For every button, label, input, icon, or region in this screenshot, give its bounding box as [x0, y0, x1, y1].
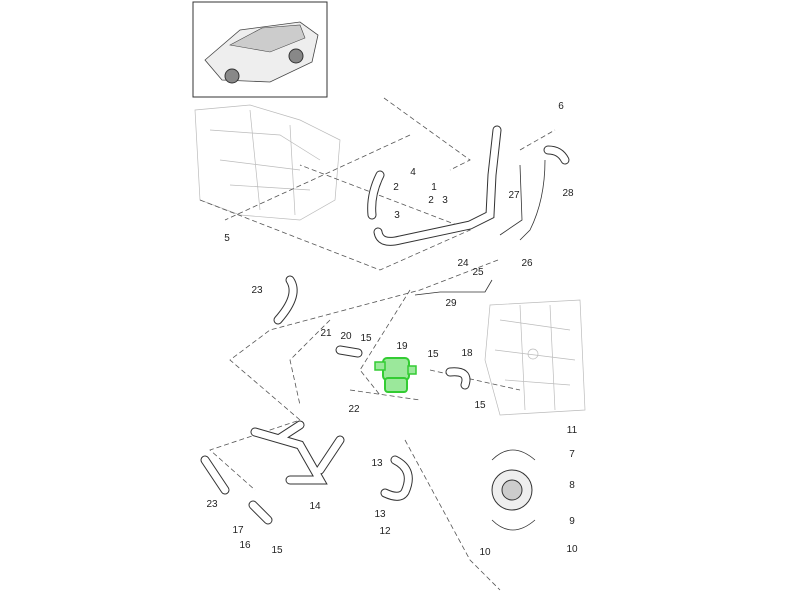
part-label-11[interactable]: 11 — [567, 425, 578, 436]
part-label-26[interactable]: 26 — [521, 258, 533, 269]
part-label-28[interactable]: 28 — [562, 188, 574, 199]
part-label-24[interactable]: 24 — [457, 258, 469, 269]
part-label-5[interactable]: 5 — [224, 233, 230, 244]
part-label-15[interactable]: 15 — [474, 400, 486, 411]
part-label-13[interactable]: 13 — [371, 458, 383, 469]
part-label-3[interactable]: 3 — [442, 195, 448, 206]
part-label-18[interactable]: 18 — [461, 348, 473, 359]
part-label-8[interactable]: 8 — [569, 480, 575, 491]
part-19-thermostat-housing[interactable] — [374, 357, 417, 393]
part-label-27[interactable]: 27 — [508, 190, 520, 201]
part-label-20[interactable]: 20 — [340, 331, 352, 342]
part-label-3[interactable]: 3 — [394, 210, 400, 221]
vehicle-thumbnail[interactable] — [192, 1, 328, 98]
part-label-12[interactable]: 12 — [379, 526, 391, 537]
part-label-13[interactable]: 13 — [374, 509, 386, 520]
part-label-21[interactable]: 21 — [320, 328, 332, 339]
part-label-23[interactable]: 23 — [206, 499, 218, 510]
part-label-22[interactable]: 22 — [348, 404, 360, 415]
hoses — [200, 125, 570, 525]
part-label-15[interactable]: 15 — [271, 545, 283, 556]
part-label-23[interactable]: 23 — [251, 285, 263, 296]
part-label-15[interactable]: 15 — [360, 333, 372, 344]
part-label-15[interactable]: 15 — [427, 349, 439, 360]
part-label-1[interactable]: 1 — [431, 182, 437, 193]
part-label-14[interactable]: 14 — [309, 501, 321, 512]
part-label-2[interactable]: 2 — [393, 182, 399, 193]
part-label-9[interactable]: 9 — [569, 516, 575, 527]
part-label-17[interactable]: 17 — [232, 525, 244, 536]
part-label-2[interactable]: 2 — [428, 195, 434, 206]
part-label-7[interactable]: 7 — [569, 449, 575, 460]
part-label-10[interactable]: 10 — [566, 544, 578, 555]
part-label-10[interactable]: 10 — [479, 547, 491, 558]
part-label-25[interactable]: 25 — [472, 267, 484, 278]
engine-block-sketch — [194, 104, 586, 416]
part-label-16[interactable]: 16 — [239, 540, 251, 551]
dashed-groupings — [199, 97, 556, 591]
part-8-pump[interactable] — [491, 449, 536, 531]
part-label-4[interactable]: 4 — [410, 167, 416, 178]
part-label-6[interactable]: 6 — [558, 101, 564, 112]
part-label-19[interactable]: 19 — [396, 341, 408, 352]
part-label-29[interactable]: 29 — [445, 298, 457, 309]
